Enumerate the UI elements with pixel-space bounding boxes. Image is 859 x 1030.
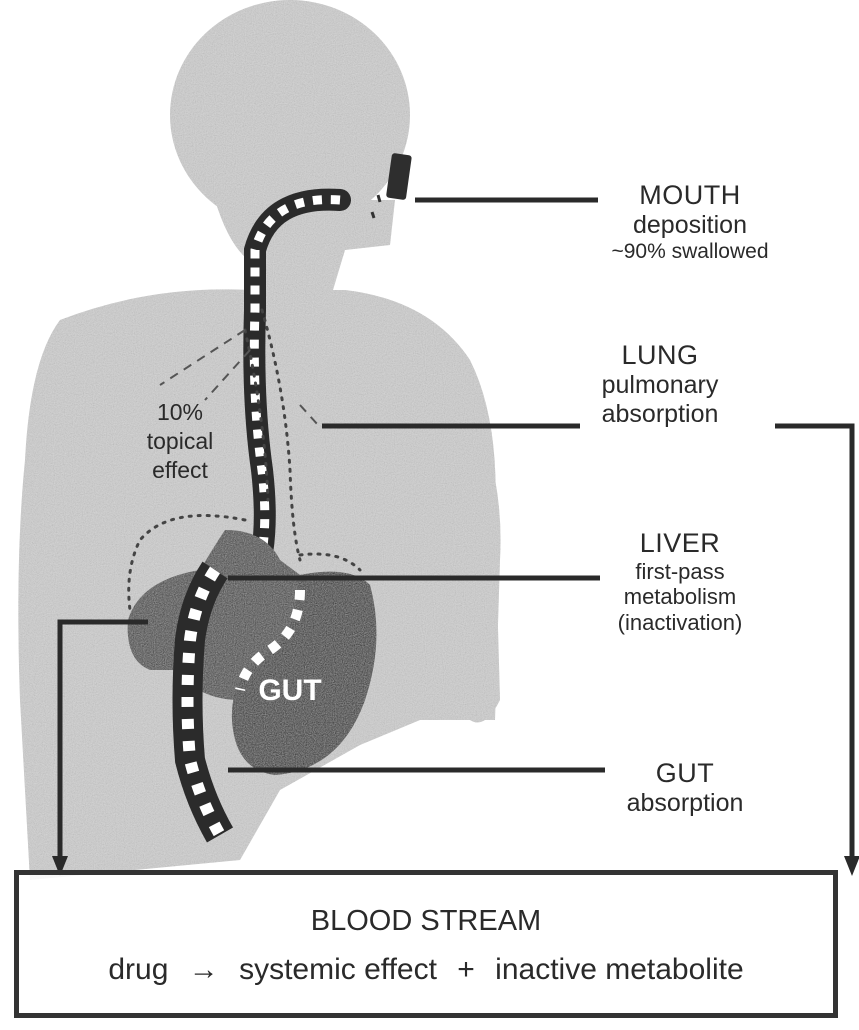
- lung-line1: pulmonary: [570, 371, 750, 400]
- topical-label: 10% topical effect: [110, 398, 250, 484]
- plus-text: +: [457, 953, 475, 986]
- liver-line1: first-pass: [585, 559, 775, 584]
- mouth-title: MOUTH: [560, 180, 820, 211]
- arrow-down-icon: [844, 856, 859, 876]
- topical-line3: effect: [110, 456, 250, 485]
- blood-stream-title: BLOOD STREAM: [19, 905, 833, 938]
- inactive-metabolite-text: inactive metabolite: [495, 953, 743, 986]
- gut-organ-label: GUT: [258, 674, 321, 707]
- lung-title: LUNG: [570, 340, 750, 371]
- liver-line2: metabolism: [585, 584, 775, 609]
- liver-line3: (inactivation): [585, 610, 775, 635]
- blood-stream-box: BLOOD STREAM drug → systemic effect + in…: [14, 870, 838, 1018]
- gut-title: GUT: [585, 758, 785, 789]
- liver-title: LIVER: [585, 528, 775, 559]
- mouth-label: MOUTH deposition ~90% swallowed: [560, 180, 820, 264]
- topical-line1: 10%: [110, 398, 250, 427]
- drug-text: drug: [108, 953, 168, 986]
- systemic-effect-text: systemic effect: [239, 953, 437, 986]
- mouth-line2: ~90% swallowed: [560, 240, 820, 264]
- mouth-line1: deposition: [560, 211, 820, 240]
- gut-line1: absorption: [585, 789, 785, 818]
- lung-line2: absorption: [570, 400, 750, 429]
- lung-label: LUNG pulmonary absorption: [570, 340, 750, 429]
- topical-line2: topical: [110, 427, 250, 456]
- blood-stream-equation: drug → systemic effect + inactive metabo…: [19, 953, 833, 987]
- arrow-right-icon: →: [189, 953, 219, 986]
- gut-label: GUT absorption: [585, 758, 785, 818]
- liver-label: LIVER first-pass metabolism (inactivatio…: [585, 528, 775, 635]
